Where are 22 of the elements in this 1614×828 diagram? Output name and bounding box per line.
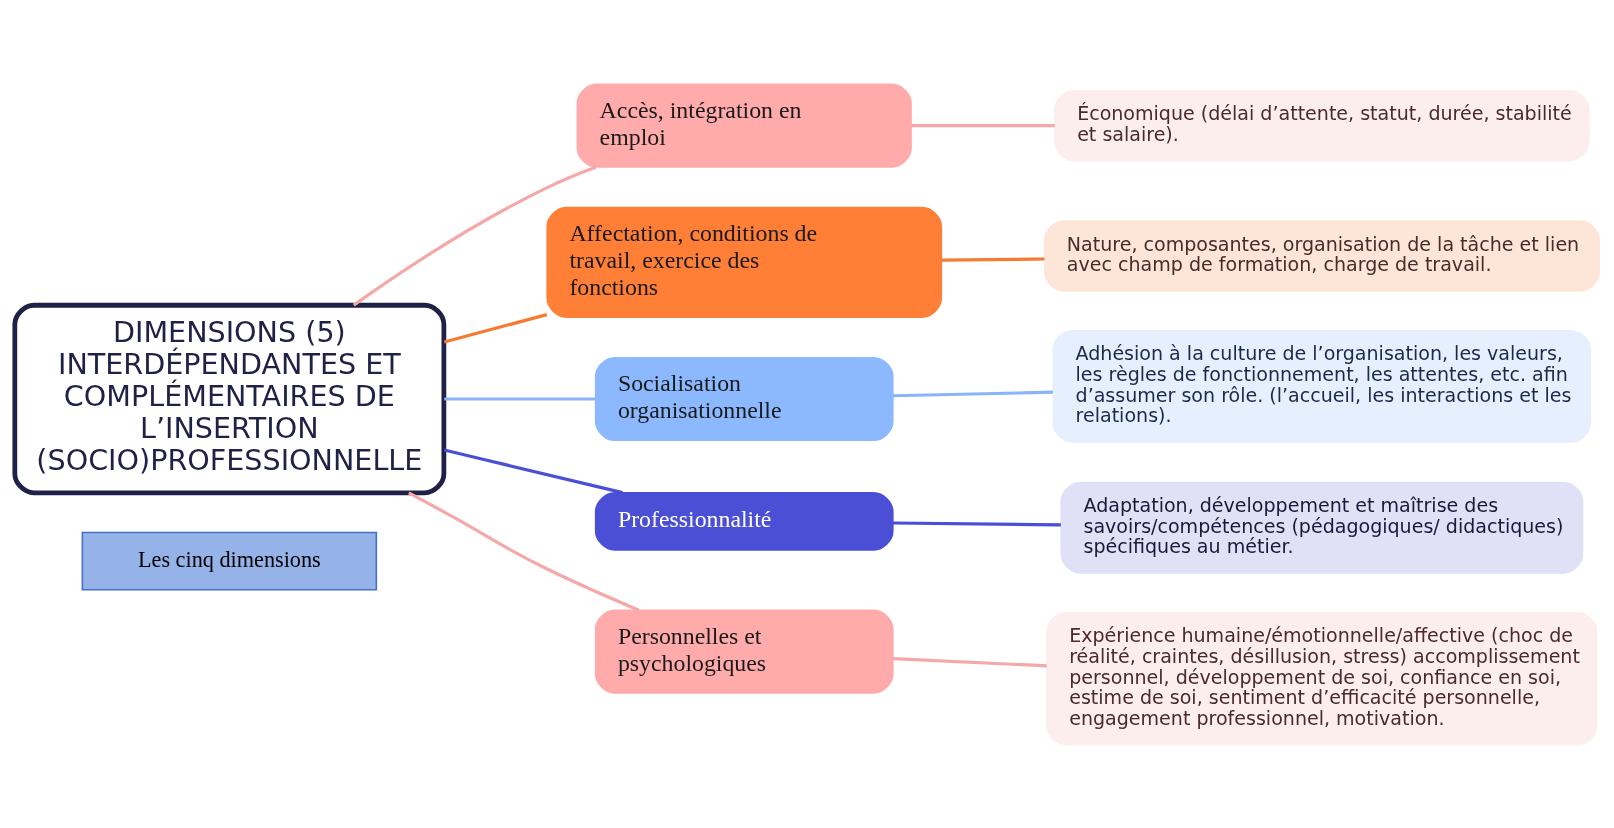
node-box: Professionnalité — [594, 491, 894, 551]
node-box: Socialisation organisationnelle — [594, 356, 894, 441]
connector — [352, 165, 597, 306]
node-box: Expérience humaine/émotionnelle/affective (choc de réalité, craintes, désillusion, stress) accomplissement personnel, développement de soi, confiance en soi, estime de soi, sentiment d’efficacité personnelle, engagement professionnel, motivation. — [1046, 611, 1598, 745]
node-box: Adaptation, développement et maîtrise des savoirs/compétences (pédagogiques/ didactiques) spécifiques au métier. — [1060, 481, 1584, 574]
node-box: Économique (délai d’attente, statut, durée, stabilité et salaire). — [1054, 89, 1590, 161]
connector — [444, 396, 596, 401]
connector — [892, 656, 1047, 667]
connector — [408, 491, 640, 612]
connector — [443, 312, 548, 344]
connector — [893, 520, 1061, 526]
connector — [443, 447, 623, 494]
node-box: Adhésion à la culture de l’organisation, les valeurs, les règles de fonctionnement, les attentes, etc. afin d’assumer son rôle. (l’accueil, les interactions et les relations). — [1052, 329, 1592, 443]
node-box: Affectation, conditions de travail, exercice des fonctions — [546, 206, 943, 318]
node-box: Nature, composantes, organisation de la tâche et lien avec champ de formation, charge de travail. — [1043, 219, 1600, 292]
node-box: Les cinq dimensions — [81, 531, 378, 590]
connector — [893, 390, 1053, 397]
node-box: DIMENSIONS (5) INTERDÉPENDANTES ET COMPLÉMENTAIRES DE L’INSERTION (SOCIO)PROFESSIONNELLE — [12, 302, 447, 495]
connector — [941, 256, 1045, 262]
node-box: Accès, intégration en emploi — [576, 83, 912, 168]
node-box: Personnelles et psychologiques — [594, 609, 894, 694]
connector — [911, 123, 1055, 127]
